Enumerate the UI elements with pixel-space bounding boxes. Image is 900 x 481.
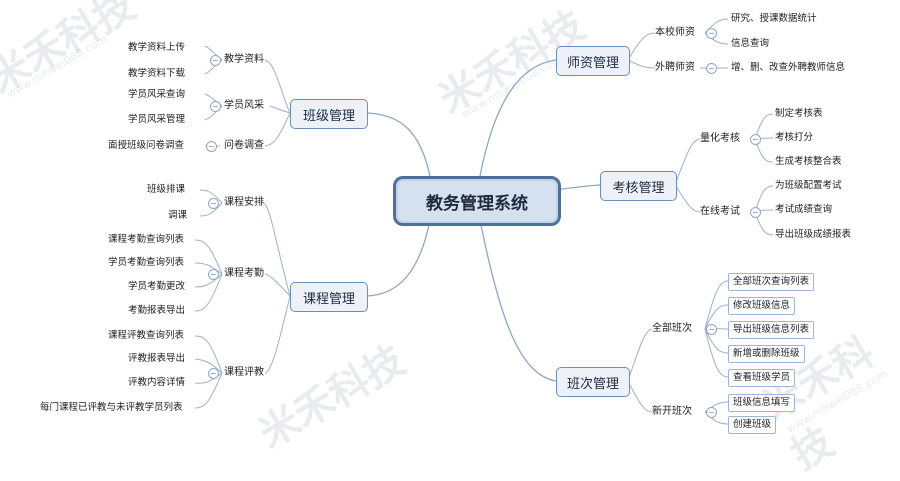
leaf-node[interactable]: 调课	[168, 210, 188, 221]
leaf-node[interactable]: 学员考勤查询列表	[108, 257, 185, 268]
leaf-node[interactable]: 每门课程已评教与未评教学员列表	[40, 402, 183, 413]
collapse-toggle-icon[interactable]: −	[208, 269, 219, 280]
leaf-node[interactable]: 导出班级信息列表	[728, 321, 815, 339]
leaf-node[interactable]: 考核打分	[775, 132, 814, 143]
collapse-toggle-icon[interactable]: −	[706, 324, 717, 335]
leaf-node[interactable]: 增、删、改查外聘教师信息	[731, 62, 846, 73]
subtopic[interactable]: 课程考勤	[224, 268, 264, 279]
collapse-toggle-icon[interactable]: −	[750, 134, 761, 145]
subtopic[interactable]: 学员风采	[224, 100, 264, 111]
leaf-node[interactable]: 评教报表导出	[128, 353, 186, 364]
leaf-node[interactable]: 学员风采查询	[128, 89, 186, 100]
leaf-node[interactable]: 学员风采管理	[128, 114, 186, 125]
subtopic[interactable]: 问卷调查	[224, 140, 264, 151]
leaf-node[interactable]: 班级排课	[147, 184, 186, 195]
leaf-node[interactable]: 教学资料上传	[128, 42, 186, 53]
subtopic[interactable]: 教学资料	[224, 54, 264, 65]
collapse-toggle-icon[interactable]: −	[206, 141, 217, 152]
leaf-node[interactable]: 考勤报表导出	[128, 305, 186, 316]
subtopic[interactable]: 新开班次	[652, 406, 692, 417]
subtopic[interactable]: 课程安排	[224, 197, 264, 208]
subtopic[interactable]: 在线考试	[700, 206, 740, 217]
leaf-node[interactable]: 学员考勤更改	[128, 281, 186, 292]
collapse-toggle-icon[interactable]: −	[210, 101, 221, 112]
leaf-node[interactable]: 全部班次查询列表	[728, 273, 815, 291]
leaf-node[interactable]: 面授班级问卷调查	[108, 140, 185, 151]
leaf-node[interactable]: 考试成绩查询	[775, 204, 833, 215]
subtopic[interactable]: 本校师资	[655, 27, 695, 38]
collapse-toggle-icon[interactable]: −	[706, 407, 717, 418]
branch-exam-management[interactable]: 考核管理	[600, 171, 677, 201]
leaf-node[interactable]: 课程评教查询列表	[108, 330, 185, 341]
subtopic[interactable]: 课程评教	[224, 367, 264, 378]
collapse-toggle-icon[interactable]: −	[706, 28, 717, 39]
branch-teacher-management[interactable]: 师资管理	[556, 46, 630, 76]
leaf-node[interactable]: 修改班级信息	[728, 297, 796, 315]
branch-class-management[interactable]: 班级管理	[290, 99, 368, 129]
collapse-toggle-icon[interactable]: −	[706, 63, 717, 74]
collapse-toggle-icon[interactable]: −	[750, 207, 761, 218]
leaf-node[interactable]: 教学资料下载	[128, 68, 186, 79]
subtopic[interactable]: 全部班次	[652, 323, 692, 334]
leaf-node[interactable]: 信息查询	[731, 38, 770, 49]
leaf-node[interactable]: 制定考核表	[775, 108, 823, 119]
collapse-toggle-icon[interactable]: −	[208, 368, 219, 379]
leaf-node[interactable]: 班级信息填写	[728, 394, 796, 412]
leaf-node[interactable]: 导出班级成绩报表	[775, 229, 852, 240]
collapse-toggle-icon[interactable]: −	[208, 198, 219, 209]
subtopic[interactable]: 外聘师资	[655, 62, 695, 73]
collapse-toggle-icon[interactable]: −	[210, 55, 221, 66]
branch-session-management[interactable]: 班次管理	[556, 367, 630, 397]
leaf-node[interactable]: 查看班级学员	[728, 369, 796, 387]
branch-course-management[interactable]: 课程管理	[290, 282, 368, 312]
leaf-node[interactable]: 生成考核整合表	[775, 156, 842, 167]
leaf-node[interactable]: 课程考勤查询列表	[108, 234, 185, 245]
leaf-node[interactable]: 评教内容详情	[128, 377, 186, 388]
leaf-node[interactable]: 为班级配置考试	[775, 180, 842, 191]
leaf-node[interactable]: 新增或删除班级	[728, 345, 805, 363]
leaf-node[interactable]: 研究、授课数据统计	[731, 13, 817, 24]
subtopic[interactable]: 量化考核	[700, 133, 740, 144]
leaf-node[interactable]: 创建班级	[728, 416, 777, 434]
central-topic[interactable]: 教务管理系统	[393, 176, 561, 226]
